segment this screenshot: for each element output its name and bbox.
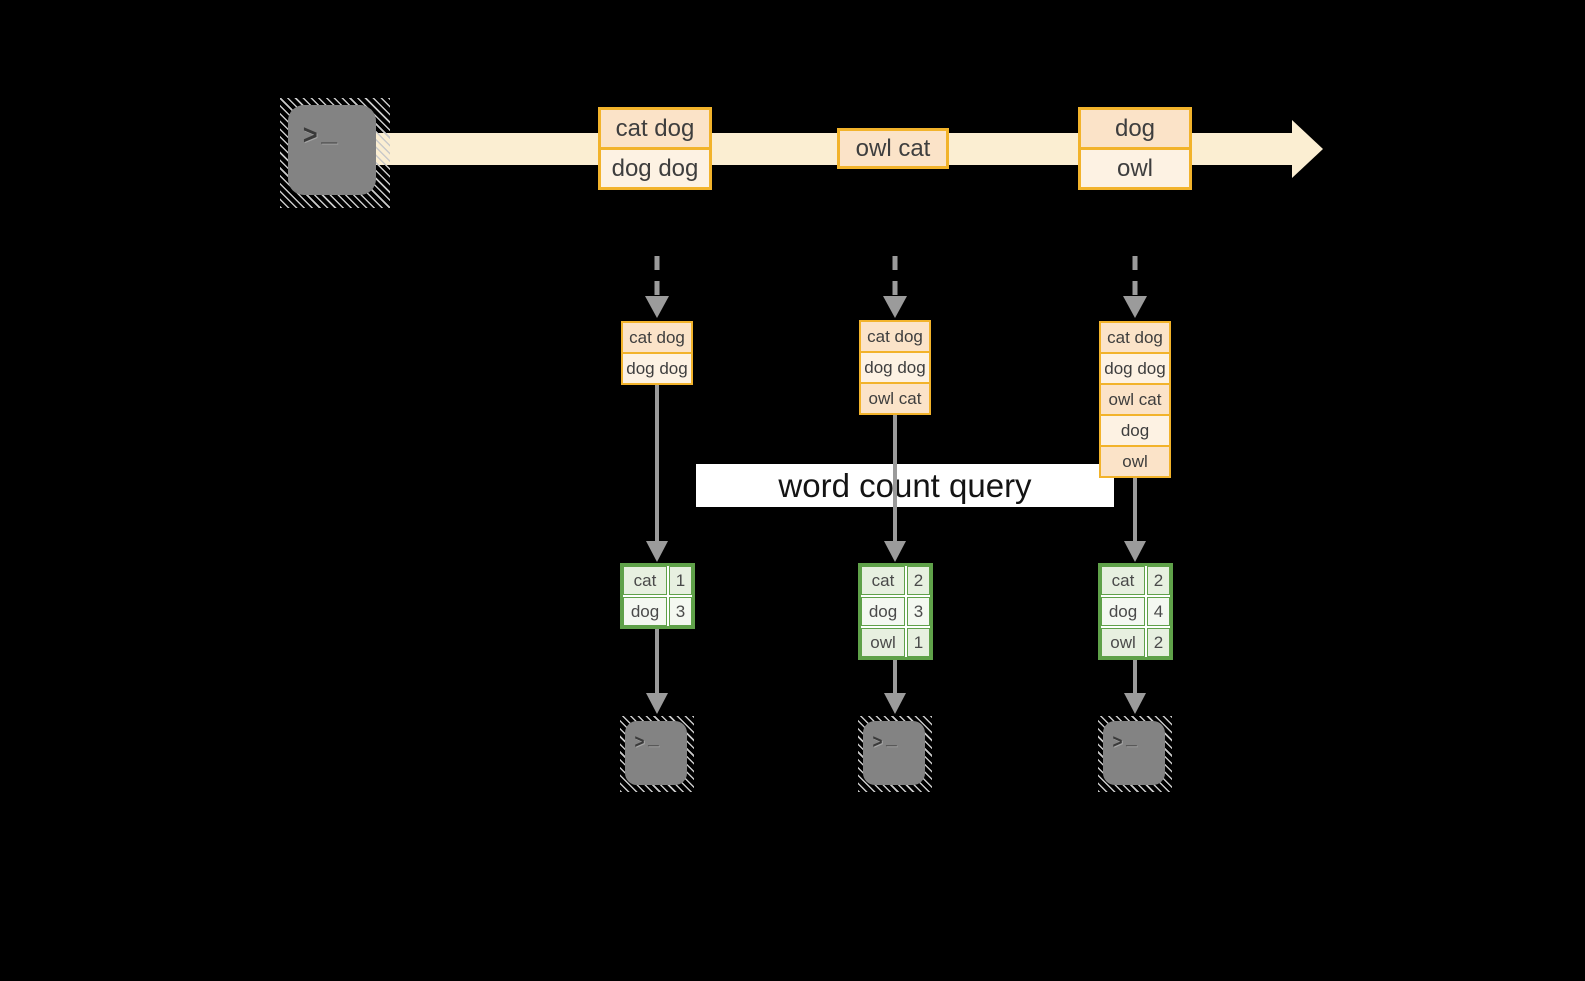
count-table-2: cat 2 dog 3 owl 1 [858, 563, 933, 660]
table-cell-count: 4 [1147, 597, 1170, 626]
output-arrow-icon [1124, 660, 1146, 714]
table-cell-count: 2 [907, 566, 930, 595]
batch-item: owl cat [840, 131, 946, 166]
table-cell-word: dog [861, 597, 905, 626]
stream-arrowhead-icon [1292, 120, 1323, 178]
table-cell-count: 2 [1147, 566, 1170, 595]
buffer-row: cat dog [861, 322, 929, 351]
buffer-row: cat dog [1101, 323, 1169, 352]
buffer-row: dog [1101, 414, 1169, 445]
dashed-arrow-down-icon [1123, 256, 1147, 318]
query-arrow-icon [646, 385, 668, 562]
table-cell-count: 2 [1147, 628, 1170, 657]
table-cell-count: 1 [907, 628, 930, 657]
query-arrow-icon [884, 415, 906, 562]
buffer-row: dog dog [1101, 352, 1169, 383]
query-arrow-icon [1124, 478, 1146, 562]
table-cell-count: 3 [669, 597, 692, 626]
terminal-prompt-icon: >_ [872, 728, 897, 753]
stream-batch-2: owl cat [837, 128, 949, 169]
buffer-row: cat dog [623, 323, 691, 352]
table-cell-word: cat [1101, 566, 1145, 595]
dashed-arrow-down-icon [645, 256, 669, 318]
buffer-row: owl cat [861, 382, 929, 413]
output-arrow-icon [884, 660, 906, 714]
terminal-prompt-icon: >_ [634, 728, 659, 753]
record-stack-3: cat dog dog dog owl cat dog owl [1099, 321, 1171, 478]
table-cell-count: 3 [907, 597, 930, 626]
buffer-row: dog dog [861, 351, 929, 382]
output-arrow-icon [646, 629, 668, 714]
terminal-prompt-icon: >_ [302, 115, 337, 150]
count-table-3: cat 2 dog 4 owl 2 [1098, 563, 1173, 660]
sink-terminal-icon: >_ [1103, 721, 1165, 785]
table-cell-word: dog [623, 597, 667, 626]
buffer-row: owl [1101, 445, 1169, 476]
word-count-query-banner: word count query [696, 464, 1114, 507]
batch-item: dog [1081, 110, 1189, 147]
dashed-arrow-down-icon [883, 256, 907, 318]
batch-item: cat dog [601, 110, 709, 147]
table-cell-word: cat [861, 566, 905, 595]
table-cell-word: owl [861, 628, 905, 657]
sink-terminal-icon: >_ [863, 721, 925, 785]
terminal-prompt-icon: >_ [1112, 728, 1137, 753]
sink-terminal-icon: >_ [625, 721, 687, 785]
buffer-row: owl cat [1101, 383, 1169, 414]
stream-batch-1: cat dog dog dog [598, 107, 712, 190]
count-table-1: cat 1 dog 3 [620, 563, 695, 629]
stream-batch-3: dog owl [1078, 107, 1192, 190]
table-cell-word: dog [1101, 597, 1145, 626]
record-stack-2: cat dog dog dog owl cat [859, 320, 931, 415]
buffer-row: dog dog [623, 352, 691, 383]
table-cell-word: cat [623, 566, 667, 595]
source-terminal-icon: >_ [288, 105, 376, 195]
batch-item: dog dog [601, 147, 709, 187]
table-cell-count: 1 [669, 566, 692, 595]
record-stack-1: cat dog dog dog [621, 321, 693, 385]
batch-item: owl [1081, 147, 1189, 187]
table-cell-word: owl [1101, 628, 1145, 657]
